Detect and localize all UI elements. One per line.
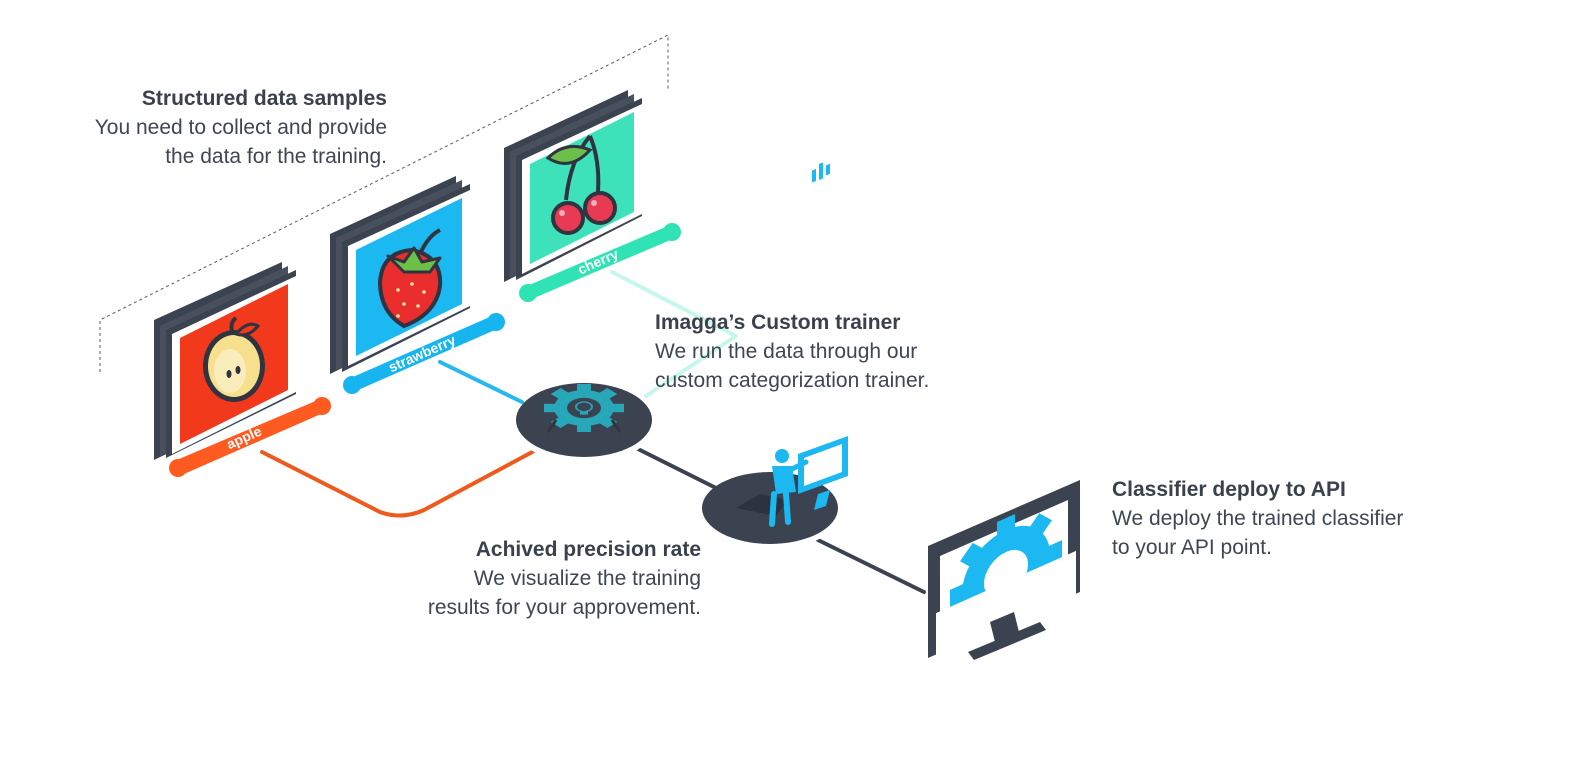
results-to-monitor-connector (816, 538, 926, 594)
precision-line1: We visualize the training (473, 567, 701, 590)
apple-icon (203, 316, 265, 402)
custom-trainer-title: Imagga’s Custom trainer (655, 311, 901, 334)
cherry-icon (545, 134, 617, 235)
structured-data-caption: Structured data samples You need to coll… (95, 84, 387, 171)
custom-trainer-caption: Imagga’s Custom trainer We run the data … (655, 308, 929, 395)
deploy-caption: Classifier deploy to API We deploy the t… (1112, 475, 1403, 562)
strawberry-sample-card: strawberry (330, 176, 505, 394)
apple-connector (260, 448, 538, 518)
precision-line2: results for your approvement. (427, 596, 701, 619)
precision-caption: Achived precision rate We visualize the … (428, 535, 701, 622)
samples-bracket (99, 34, 669, 372)
deploy-line1: We deploy the trained classifier (1112, 507, 1404, 530)
trainer-disc (514, 383, 654, 464)
cherry-connector (610, 270, 738, 398)
monitor-gear-icon (928, 480, 1080, 674)
results-disc (700, 162, 848, 550)
precision-title: Achived precision rate (475, 538, 701, 561)
gear-to-results-connector (634, 446, 718, 490)
deploy-title: Classifier deploy to API (1112, 478, 1346, 501)
strawberry-icon (377, 228, 443, 329)
apple-sample-card: apple (154, 262, 331, 477)
gear-lightbulb-icon (544, 384, 624, 433)
structured-data-line1: You need to collect and provide (94, 116, 387, 139)
presenter-chart-icon (769, 162, 848, 527)
custom-trainer-line2: custom categorization trainer. (655, 369, 930, 392)
strawberry-connector (438, 360, 524, 404)
structured-data-title: Structured data samples (141, 87, 387, 110)
apple-tag-label: apple (224, 423, 264, 453)
apple-tag: apple (169, 397, 331, 477)
structured-data-line2: the data for the training. (165, 145, 387, 168)
custom-trainer-line1: We run the data through our (655, 340, 918, 363)
cherry-sample-card: cherry (504, 90, 681, 302)
deploy-line2: to your API point. (1112, 536, 1272, 559)
